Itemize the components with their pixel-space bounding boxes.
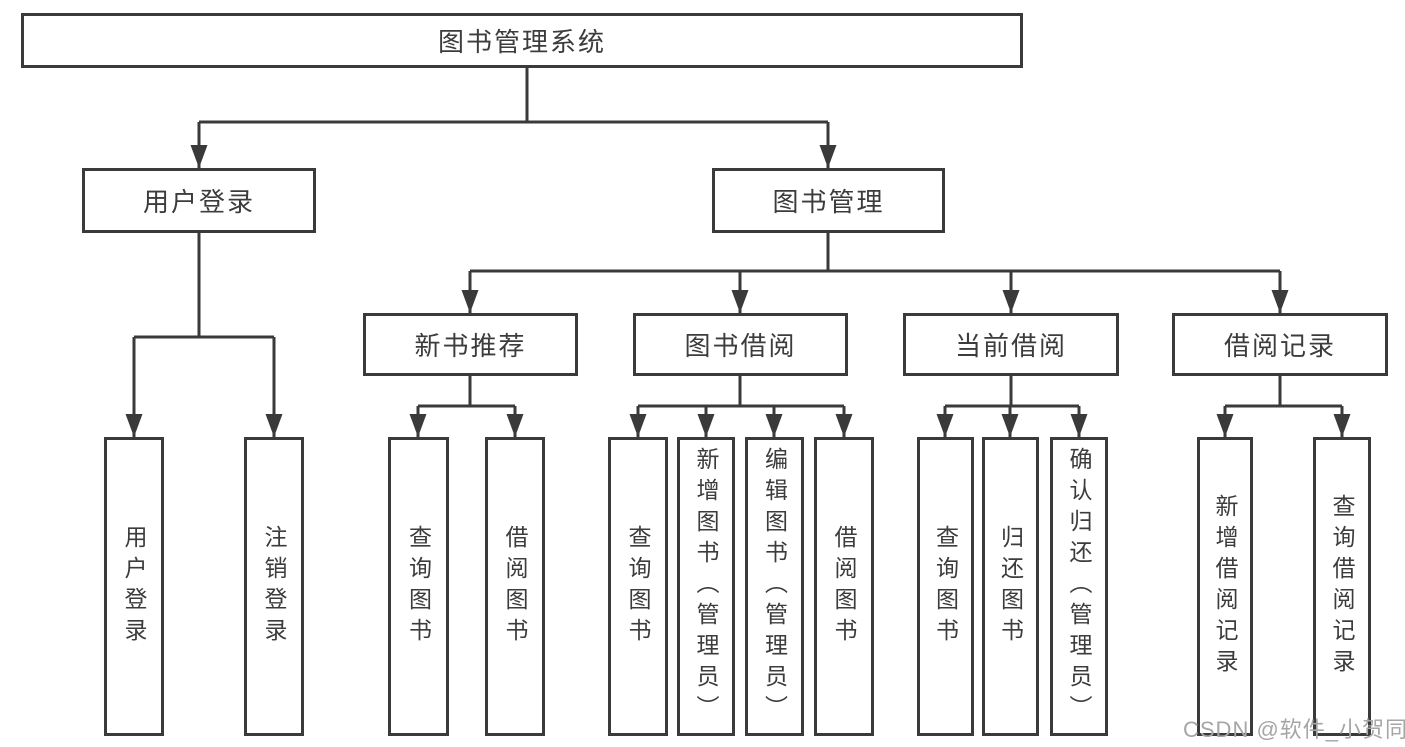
node-leaf-query-books-borrow: 查询图书 [608, 437, 668, 736]
connector-current-borrow-children [936, 376, 1088, 437]
node-borrow-records: 借阅记录 [1172, 313, 1388, 376]
node-leaf-logout: 注销登录 [244, 437, 304, 736]
node-leaf-confirm-return-admin: 确认归还（管理员） [1050, 437, 1108, 736]
node-book-borrow: 图书借阅 [633, 313, 848, 376]
node-leaf-query-borrow-record: 查询借阅记录 [1313, 437, 1371, 736]
node-user-login: 用户登录 [82, 168, 316, 233]
node-new-book-recommend: 新书推荐 [363, 313, 578, 376]
node-leaf-return-books: 归还图书 [982, 437, 1039, 736]
node-leaf-user-login: 用户登录 [104, 437, 164, 736]
node-leaf-query-books-current: 查询图书 [917, 437, 974, 736]
connector-new-book-recommend-children [409, 376, 524, 437]
watermark-text: CSDN @软件_小贺同学 [1183, 717, 1405, 742]
connector-user-login-children [125, 233, 283, 437]
connector-root-to-level2 [190, 68, 837, 168]
connector-borrow-records-children [1216, 376, 1351, 437]
node-leaf-add-books-admin: 新增图书（管理员） [677, 437, 735, 736]
node-leaf-borrow-books-recommend: 借阅图书 [485, 437, 545, 736]
node-leaf-query-books-recommend: 查询图书 [388, 437, 449, 736]
node-leaf-edit-books-admin: 编辑图书（管理员） [745, 437, 804, 736]
node-leaf-borrow-books: 借阅图书 [814, 437, 874, 736]
node-root-system: 图书管理系统 [21, 13, 1023, 68]
connector-book-borrow-children [629, 376, 853, 437]
node-book-management: 图书管理 [712, 168, 945, 233]
connector-book-management-children [461, 233, 1289, 313]
node-current-borrow: 当前借阅 [903, 313, 1119, 376]
node-leaf-add-borrow-record: 新增借阅记录 [1197, 437, 1253, 736]
